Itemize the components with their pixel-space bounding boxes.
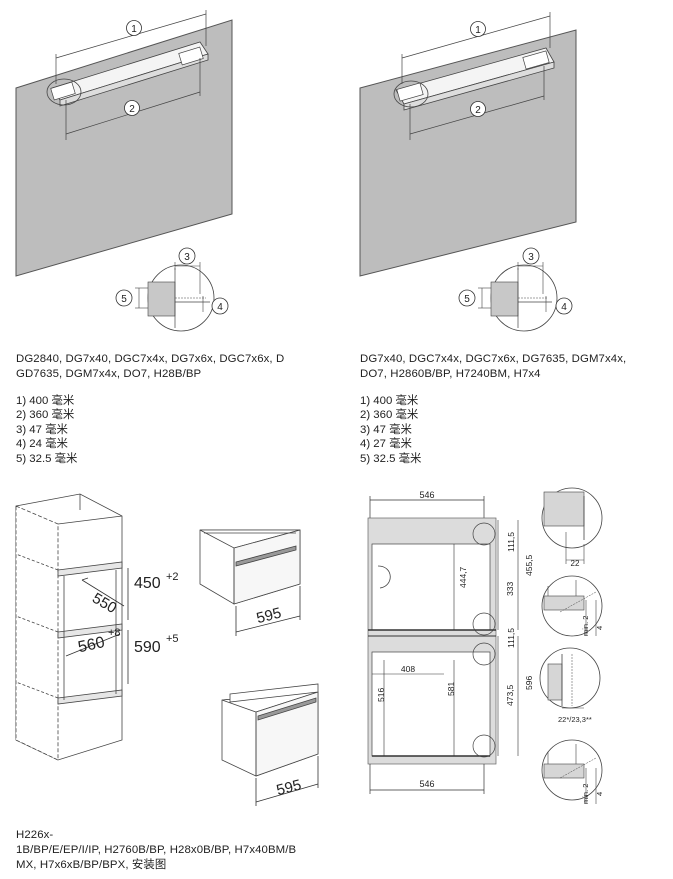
marker-3-circle <box>522 247 540 265</box>
tall-cabinet <box>15 493 123 761</box>
models-right-line1: DG7x40, DGC7x4x, DGC7x6x, DG7635, DGM7x4… <box>360 353 627 365</box>
detail-view-4 <box>541 739 603 804</box>
top-width: 546 <box>419 490 434 500</box>
bottom-width-line <box>369 764 485 794</box>
footer-models: H226x- 1B/BP/E/EP/I/IP, H2760B/BP, H28x0… <box>16 828 296 873</box>
spec-left-4: 4) 24 毫米 <box>16 438 68 451</box>
dim-22-star: 22*/23,3** <box>558 715 592 724</box>
marker-4: 4 <box>561 302 567 313</box>
spec-left-3: 3) 47 毫米 <box>16 423 68 436</box>
dim-333: 333 <box>505 582 515 596</box>
dim-596: 596 <box>524 676 534 690</box>
spec-left-2: 2) 360 毫米 <box>16 409 75 422</box>
detail-view-1 <box>541 487 603 564</box>
dim-560: 560 <box>77 634 107 656</box>
spec-right-3: 3) 47 毫米 <box>360 423 412 436</box>
models-left-line2: GD7635, DGM7x4x, DO7, H28B/BP <box>16 368 202 380</box>
marker-2-circle <box>470 101 486 117</box>
dim-595-bottom-line <box>255 756 319 806</box>
footer-line3: MX, H7x6xB/BP/BPX, 安装图 <box>16 859 167 871</box>
bottom-width: 546 <box>419 779 434 789</box>
dim-473: 473,5 <box>505 684 515 706</box>
specs-left: 1) 400 毫米 2) 360 毫米 3) 47 毫米 4) 24 毫米 5)… <box>16 394 77 466</box>
specs-right: 1) 400 毫米 2) 360 毫米 3) 47 毫米 4) 27 毫米 5)… <box>360 394 421 466</box>
large-appliance <box>221 683 319 777</box>
dim-590-tolerance: +5 <box>166 633 179 645</box>
spec-right-2: 2) 360 毫米 <box>360 409 419 422</box>
marker-3: 3 <box>528 252 534 263</box>
handle-bar <box>393 47 555 111</box>
dim-455: 455,5 <box>524 554 534 576</box>
detail-view-3 <box>539 647 601 709</box>
marker-4-circle <box>211 297 229 315</box>
marker-1: 1 <box>475 25 481 36</box>
footer-line1: H226x- <box>16 829 54 841</box>
marker-2-circle <box>124 100 140 116</box>
marker-2: 2 <box>475 105 481 116</box>
marker-3-circle <box>178 247 196 265</box>
dim-595-bottom: 595 <box>275 777 303 800</box>
dim-550-line <box>81 577 125 607</box>
spec-right-5: 5) 32.5 毫米 <box>360 452 422 465</box>
marker-5-circle <box>115 289 133 307</box>
models-left: DG2840, DG7x40, DGC7x4x, DG7x6x, DGC7x6x… <box>16 352 284 382</box>
marker-5: 5 <box>464 294 470 305</box>
dim-22: 22 <box>571 559 580 568</box>
spec-right-4: 4) 27 毫米 <box>360 438 412 451</box>
dim-408: 408 <box>401 664 415 674</box>
marker-1-circle <box>470 21 486 37</box>
dimension-1 <box>401 12 551 84</box>
models-right: DG7x40, DGC7x4x, DGC7x6x, DG7635, DGM7x4… <box>360 352 626 382</box>
models-right-line2: DO7, H2860B/BP, H7240BM, H7x4 <box>360 368 541 380</box>
section-body <box>367 517 497 765</box>
top-width-line <box>369 496 485 518</box>
dim-560-line <box>65 633 121 657</box>
detail-circle <box>478 262 558 332</box>
dim-590: 590 <box>134 639 161 656</box>
dim-581: 581 <box>446 682 456 696</box>
dim-4-a: 4 <box>595 626 604 630</box>
dim-595-top: 595 <box>255 605 283 628</box>
dim-4-b: 4 <box>595 792 604 796</box>
detail-view-2 <box>541 575 603 637</box>
detail-callout-circles <box>472 522 496 758</box>
vertical-dims <box>372 520 519 756</box>
dim-min2-b: min. 2 <box>581 784 590 804</box>
dim-min2-a: min. 2 <box>581 616 590 636</box>
marker-5: 5 <box>121 294 127 305</box>
spec-right-1: 1) 400 毫米 <box>360 395 419 407</box>
marker-3: 3 <box>184 252 190 263</box>
spec-left-1: 1) 400 毫米 <box>16 395 75 407</box>
compact-appliance <box>199 529 301 605</box>
spec-left-5: 5) 32.5 毫米 <box>16 452 78 465</box>
marker-5-circle <box>458 289 476 307</box>
footer-line2: 1B/BP/E/EP/I/IP, H2760B/BP, H28x0B/BP, H… <box>16 844 297 856</box>
dim-516: 516 <box>376 688 386 702</box>
dim-111-mid: 111,5 <box>506 628 516 648</box>
dim-560-tolerance: +8 <box>108 627 121 639</box>
dim-450: 450 <box>134 575 161 592</box>
dimension-1 <box>55 10 207 84</box>
marker-4: 4 <box>217 302 223 313</box>
marker-1-circle <box>126 20 142 36</box>
marker-2: 2 <box>129 104 135 115</box>
dim-595-top-line <box>235 586 301 636</box>
marker-4-circle <box>555 297 573 315</box>
dim-450-tolerance: +2 <box>166 571 179 583</box>
dim-444: 444,7 <box>458 566 468 588</box>
handle-bar <box>46 41 209 107</box>
marker-1: 1 <box>131 24 137 35</box>
dim-111-top: 111,5 <box>506 532 516 552</box>
models-left-line1: DG2840, DG7x40, DGC7x4x, DG7x6x, DGC7x6x… <box>16 353 285 365</box>
detail-circle <box>135 262 215 332</box>
